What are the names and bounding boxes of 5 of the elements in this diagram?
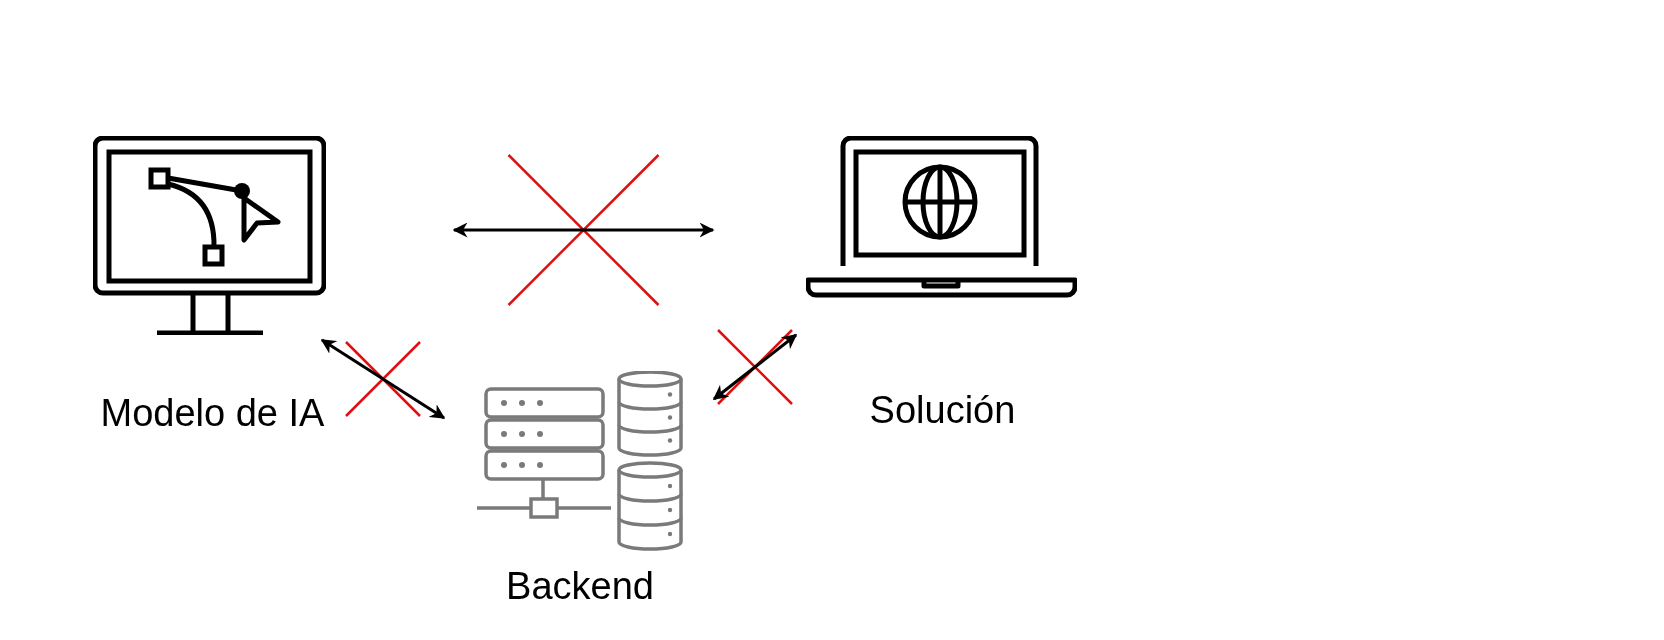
- double-arrow: [452, 222, 715, 238]
- node-label: Backend: [505, 567, 655, 605]
- node-label: Solución: [868, 391, 1017, 429]
- double-arrow: [320, 338, 446, 420]
- node-label: Modelo de IA: [99, 394, 326, 432]
